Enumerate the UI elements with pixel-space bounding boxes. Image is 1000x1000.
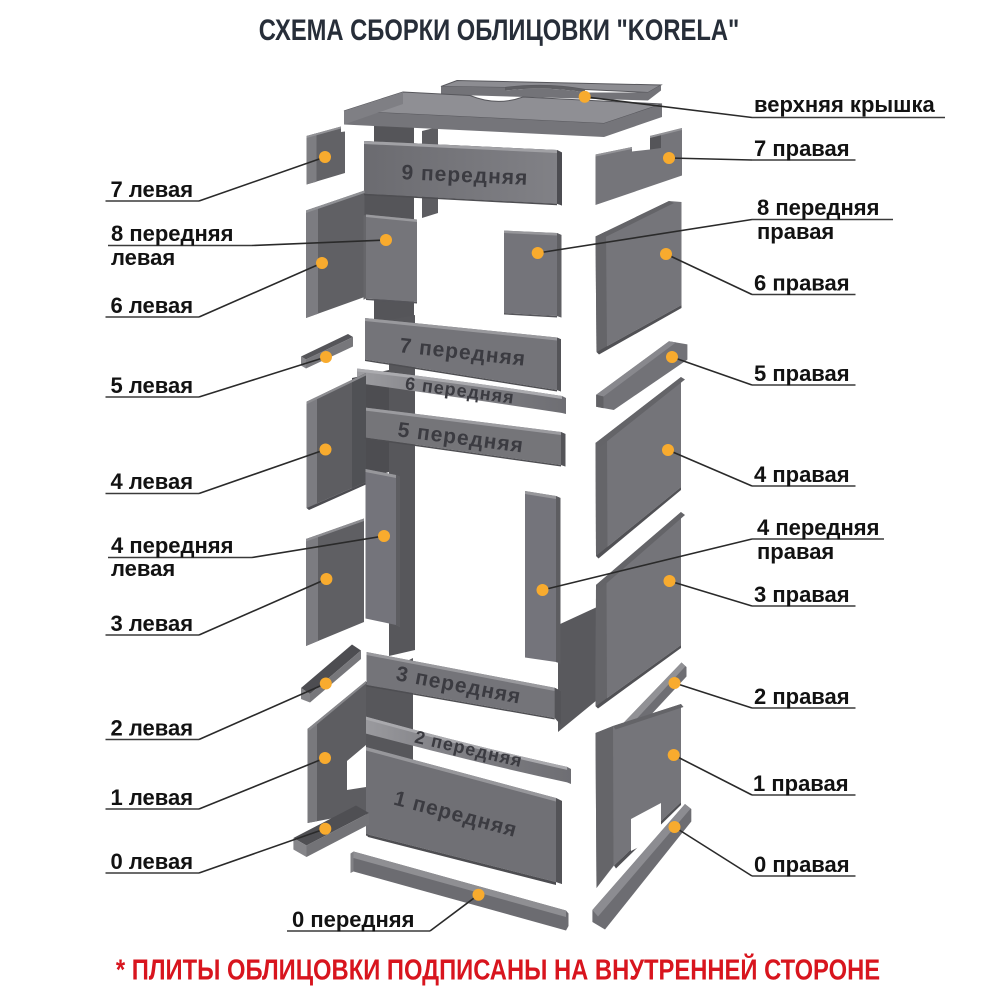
svg-text:4 передняя: 4 передняя xyxy=(111,533,233,558)
svg-text:6 левая: 6 левая xyxy=(111,293,194,318)
svg-text:3 левая: 3 левая xyxy=(111,611,194,636)
svg-text:7 правая: 7 правая xyxy=(754,136,850,161)
svg-text:2 левая: 2 левая xyxy=(111,716,194,741)
svg-text:0 передняя: 0 передняя xyxy=(292,907,414,932)
svg-text:1 левая: 1 левая xyxy=(111,785,194,810)
svg-text:левая: левая xyxy=(111,245,175,270)
svg-text:2 правая: 2 правая xyxy=(754,684,850,709)
svg-text:0 правая: 0 правая xyxy=(754,852,850,877)
svg-text:правая: правая xyxy=(757,219,834,244)
svg-text:1 правая: 1 правая xyxy=(753,771,849,796)
svg-text:4 передняя: 4 передняя xyxy=(757,515,879,540)
svg-text:3 правая: 3 правая xyxy=(754,582,850,607)
svg-text:8 передняя: 8 передняя xyxy=(757,195,879,220)
svg-text:8 передняя: 8 передняя xyxy=(111,221,233,246)
svg-text:4 правая: 4 правая xyxy=(754,462,850,487)
svg-text:СХЕМА СБОРКИ ОБЛИЦОВКИ "KOREL: СХЕМА СБОРКИ ОБЛИЦОВКИ "KORELA" xyxy=(259,14,740,47)
svg-text:правая: правая xyxy=(757,539,834,564)
svg-text:4 левая: 4 левая xyxy=(111,469,194,494)
svg-text:верхняя крышка: верхняя крышка xyxy=(754,92,936,117)
svg-text:6 правая: 6 правая xyxy=(754,271,850,296)
svg-text:0 левая: 0 левая xyxy=(111,849,194,874)
svg-text:левая: левая xyxy=(111,556,175,581)
svg-text:* ПЛИТЫ ОБЛИЦОВКИ ПОДПИСАНЫ НА: * ПЛИТЫ ОБЛИЦОВКИ ПОДПИСАНЫ НА ВНУТРЕННЕ… xyxy=(116,953,880,986)
svg-text:5 левая: 5 левая xyxy=(111,373,194,398)
svg-text:5 правая: 5 правая xyxy=(754,361,850,386)
svg-text:7 левая: 7 левая xyxy=(111,177,194,202)
